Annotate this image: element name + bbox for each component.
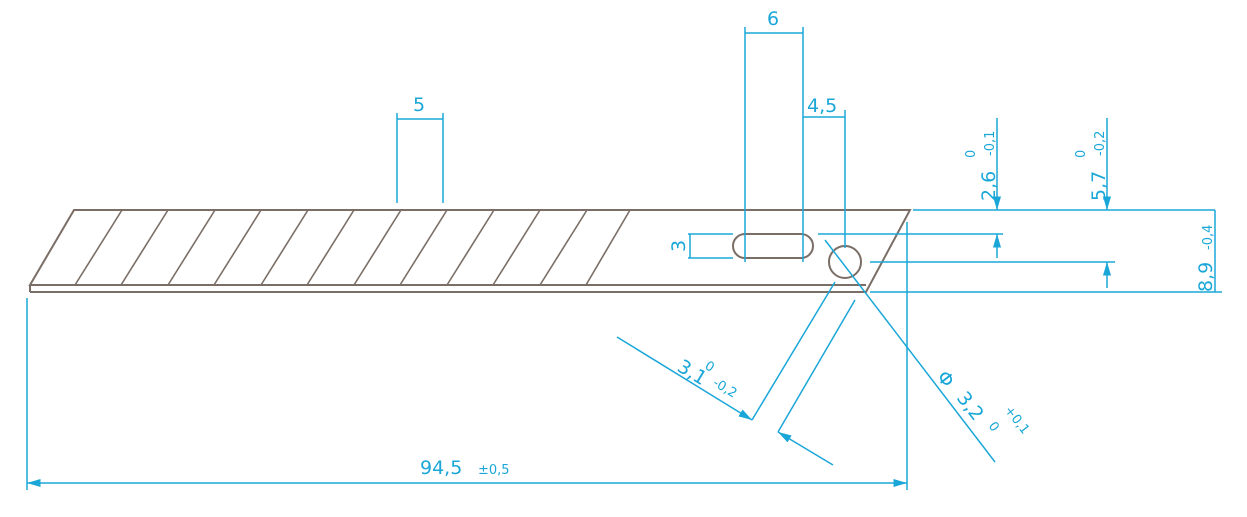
score-lines xyxy=(74,209,631,286)
dim-slot-length xyxy=(744,27,804,262)
dim-hole-offset xyxy=(616,281,856,466)
dim-blade-width xyxy=(870,210,1222,293)
blade-width-tolerance: -0,4 xyxy=(1201,225,1216,250)
slot-to-hole-value: 4,5 xyxy=(807,95,837,117)
slot xyxy=(732,233,814,259)
hole-diameter-tol-upper: +0,1 xyxy=(1001,403,1032,437)
slot-depth-value: 2,6 xyxy=(978,171,1000,201)
slot-depth-tol-upper: 0 xyxy=(964,150,979,158)
overall-length-value: 94,5 xyxy=(420,457,462,479)
dim-hole-depth xyxy=(870,118,1215,288)
dim-slot-to-hole xyxy=(803,110,846,248)
blade-width-value: 8,9 xyxy=(1195,262,1217,292)
segment-spacing-value: 5 xyxy=(413,94,425,116)
hole-depth-tol-lower: -0,2 xyxy=(1093,131,1108,156)
hole-diameter-leader xyxy=(824,239,996,463)
hole-depth-tol-upper: 0 xyxy=(1074,150,1089,158)
dim-slot-depth xyxy=(818,118,1003,258)
slot-depth-tol-lower: -0,1 xyxy=(983,131,998,156)
blade-outline xyxy=(28,209,912,293)
dim-overall-length xyxy=(26,222,908,490)
hole-diameter-tol-lower: 0 xyxy=(985,419,1002,435)
overall-length-tolerance: ±0,5 xyxy=(478,463,510,478)
hole-diameter-symbol: Φ xyxy=(932,367,959,392)
hole-diameter-value: 3,2 xyxy=(952,388,988,425)
slot-height-value: 3 xyxy=(668,240,690,252)
dim-segment-spacing xyxy=(396,113,444,203)
slot-length-value: 6 xyxy=(767,8,779,30)
hole-depth-value: 5,7 xyxy=(1088,171,1110,201)
dim-slot-height xyxy=(688,233,733,259)
